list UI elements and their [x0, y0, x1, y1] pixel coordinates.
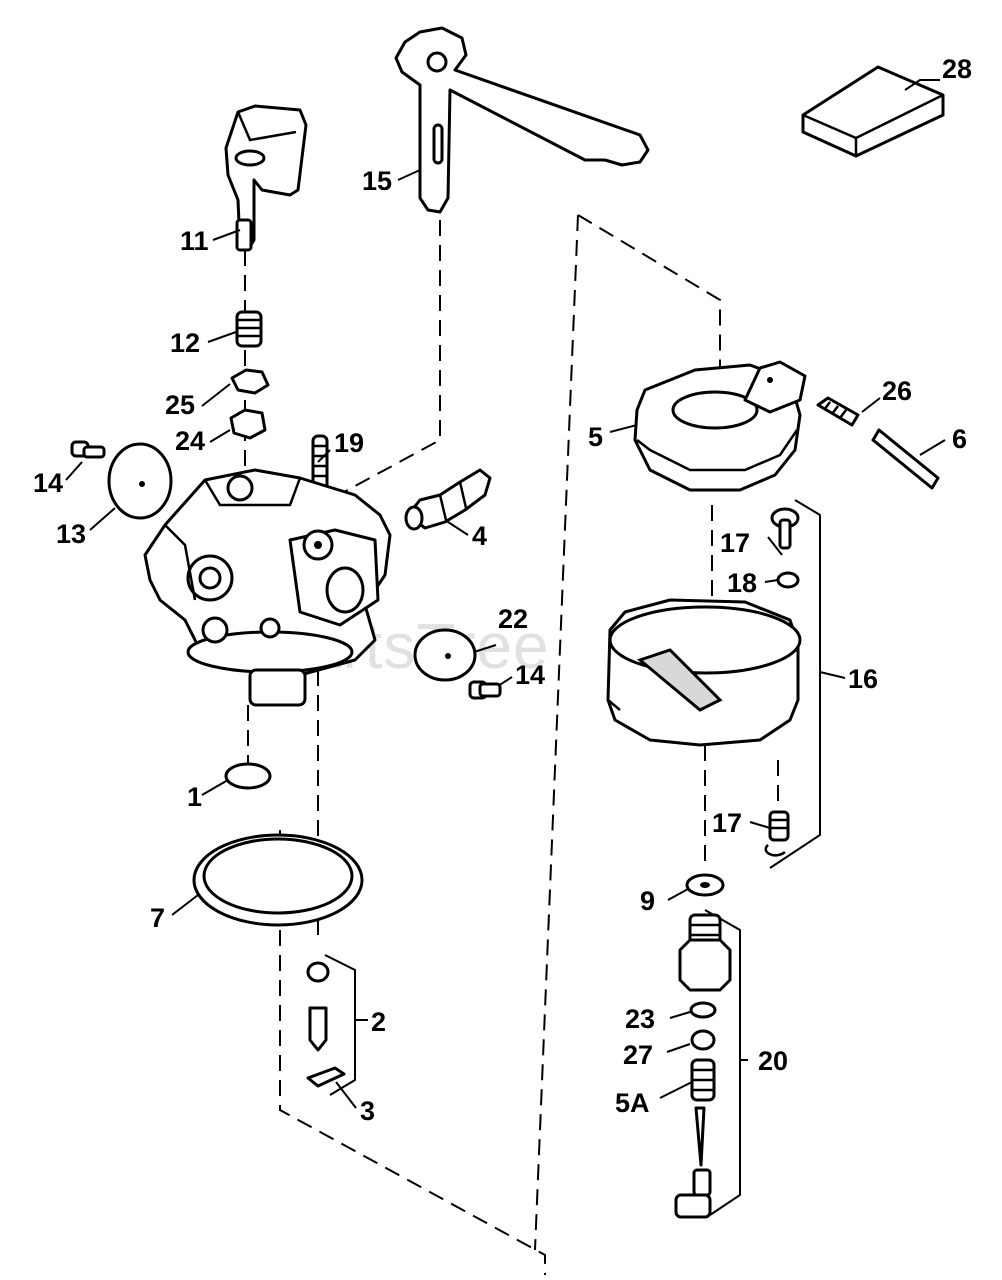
- label-15: 15: [362, 166, 392, 196]
- part-26-spring: [816, 396, 860, 427]
- label-27: 27: [623, 1040, 653, 1070]
- part-5-float: [633, 360, 807, 492]
- label-16: 16: [848, 664, 878, 694]
- label-14-left: 14: [33, 468, 63, 498]
- label-3: 3: [360, 1096, 375, 1126]
- label-17-top: 17: [720, 528, 750, 558]
- label-1: 1: [187, 782, 202, 812]
- part-17-rivet-top: [770, 507, 800, 550]
- label-11: 11: [180, 226, 209, 256]
- part-14-screw-right: [468, 680, 502, 700]
- part-2-needle-valve: [306, 961, 330, 1052]
- part-12-spring: [235, 310, 263, 348]
- part-23-o-ring: [689, 1001, 717, 1019]
- part-18-washer: [776, 571, 800, 589]
- callout-labels: 28 15 11 12 25 24 19 14 13 4 22 14 1 7 2…: [33, 54, 972, 1126]
- part-5a-spring-needle: [674, 1058, 716, 1219]
- label-20: 20: [758, 1046, 788, 1076]
- label-25: 25: [165, 390, 195, 420]
- label-19: 19: [334, 428, 364, 458]
- label-4: 4: [472, 521, 487, 551]
- part-1-plug: [224, 762, 272, 790]
- part-22-plate: [413, 628, 477, 682]
- label-12: 12: [170, 328, 200, 358]
- part-13-throttle-plate: [107, 442, 173, 520]
- part-27-washer: [690, 1029, 716, 1051]
- label-2: 2: [371, 1007, 386, 1037]
- bracket-lines: [324, 499, 821, 1216]
- label-5: 5: [588, 422, 603, 452]
- part-15-throttle-lever: [394, 26, 650, 214]
- part-9-washer: [685, 873, 725, 897]
- part-11-choke-lever: [224, 104, 308, 252]
- label-5a: 5A: [615, 1088, 650, 1118]
- part-7-o-ring: [192, 833, 364, 927]
- part-20-fitting: [678, 913, 732, 992]
- part-17-spring-bottom: [764, 810, 790, 857]
- part-16-float-bowl: [606, 598, 802, 747]
- label-17-bottom: 17: [712, 808, 742, 838]
- part-25-washer: [230, 368, 270, 395]
- label-24: 24: [175, 426, 205, 456]
- leader-lines: [65, 79, 946, 1109]
- carburetor-body: [143, 468, 392, 707]
- label-7: 7: [150, 903, 165, 933]
- part-6-pin: [871, 428, 940, 490]
- label-22: 22: [498, 604, 528, 634]
- label-9: 9: [640, 886, 655, 916]
- label-26: 26: [882, 376, 912, 406]
- part-4-fitting: [404, 468, 492, 531]
- label-18: 18: [727, 568, 757, 598]
- part-14-screw-left: [70, 440, 106, 459]
- part-28-block: [801, 65, 945, 158]
- label-14-right: 14: [515, 660, 545, 690]
- label-13: 13: [56, 519, 86, 549]
- label-6: 6: [952, 424, 967, 454]
- label-23: 23: [625, 1004, 655, 1034]
- label-28: 28: [942, 54, 972, 84]
- part-3-clip: [306, 1066, 346, 1088]
- part-24-seal: [229, 408, 267, 440]
